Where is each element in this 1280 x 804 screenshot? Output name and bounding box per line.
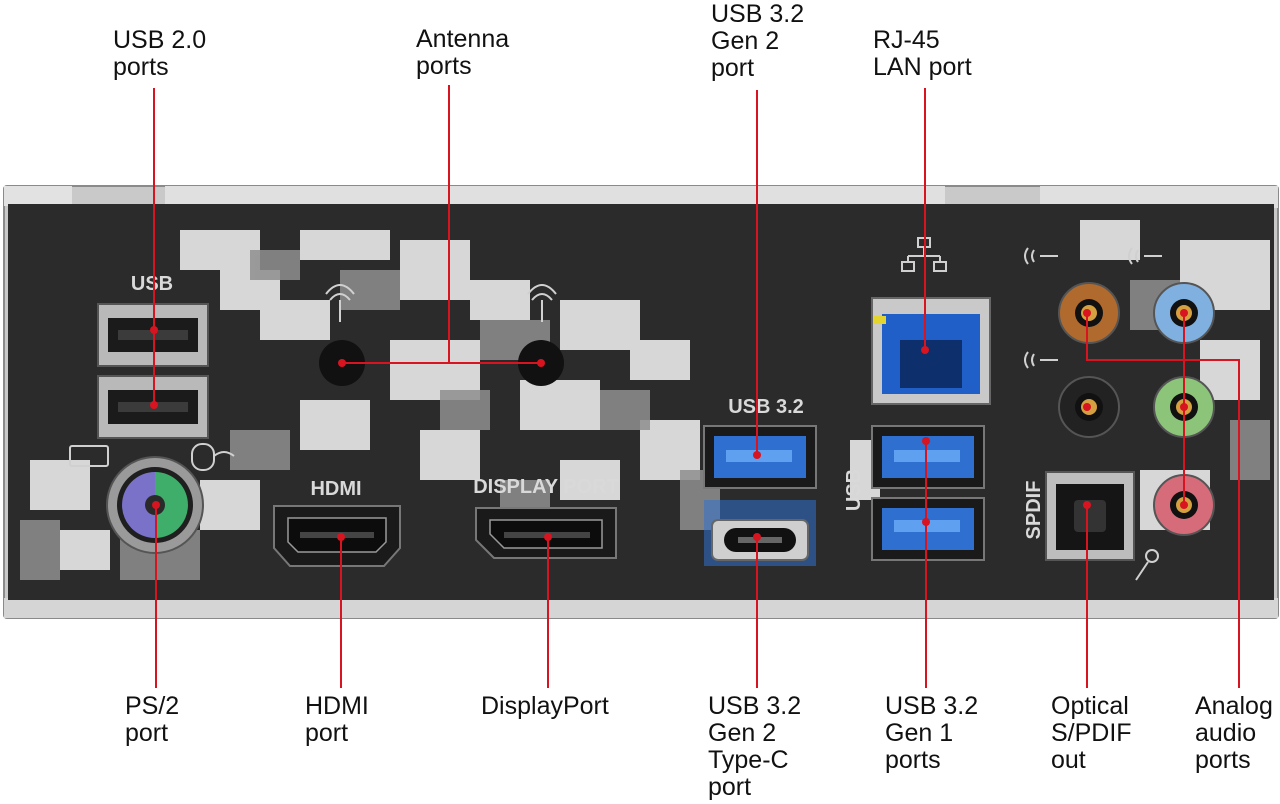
hdmi-callout: HDMI port [305, 692, 369, 747]
hdmi-panel-label: HDMI [310, 478, 361, 500]
antenna-callout: Antenna ports [416, 25, 510, 80]
usb32-gen1-callout: USB 3.2 Gen 1 ports [885, 692, 979, 774]
usb32-gen2-callout: USB 3.2 Gen 2 port [711, 0, 805, 82]
usb32-panel-label: USB 3.2 [728, 396, 804, 418]
wifi-icon [325, 284, 557, 322]
rj45-callout: RJ-45 LAN port [873, 26, 972, 81]
leader-lines [153, 85, 1240, 688]
ps2-callout: PS/2 port [125, 692, 180, 747]
leader-dots [150, 309, 1188, 541]
usb-vertical-panel-label: USB [843, 469, 865, 511]
optical-callout: Optical S/PDIF out [1051, 692, 1132, 774]
mouse-icon [191, 443, 235, 471]
keyboard-icon [69, 445, 109, 467]
microphone-icon [1135, 549, 1159, 581]
optical-spdif-port[interactable] [1045, 471, 1135, 561]
displayport-port[interactable] [475, 507, 617, 559]
hdmi-port[interactable] [273, 505, 401, 567]
spdif-panel-label: SPDIF [1023, 481, 1045, 540]
usb32-gen2-typec-callout: USB 3.2 Gen 2 Type-C port [708, 692, 802, 801]
rj45-port[interactable] [871, 297, 991, 405]
analog-callout: Analog audio ports [1195, 692, 1273, 774]
audio-line-icon [1024, 247, 1162, 369]
displayport-panel-label: DISPLAY PORT [473, 476, 619, 498]
usb32-gen2-typec-port[interactable] [704, 500, 816, 566]
usb-panel-label: USB [131, 273, 173, 295]
displayport-callout: DisplayPort [481, 692, 609, 720]
usb20-callout: USB 2.0 ports [113, 26, 207, 81]
